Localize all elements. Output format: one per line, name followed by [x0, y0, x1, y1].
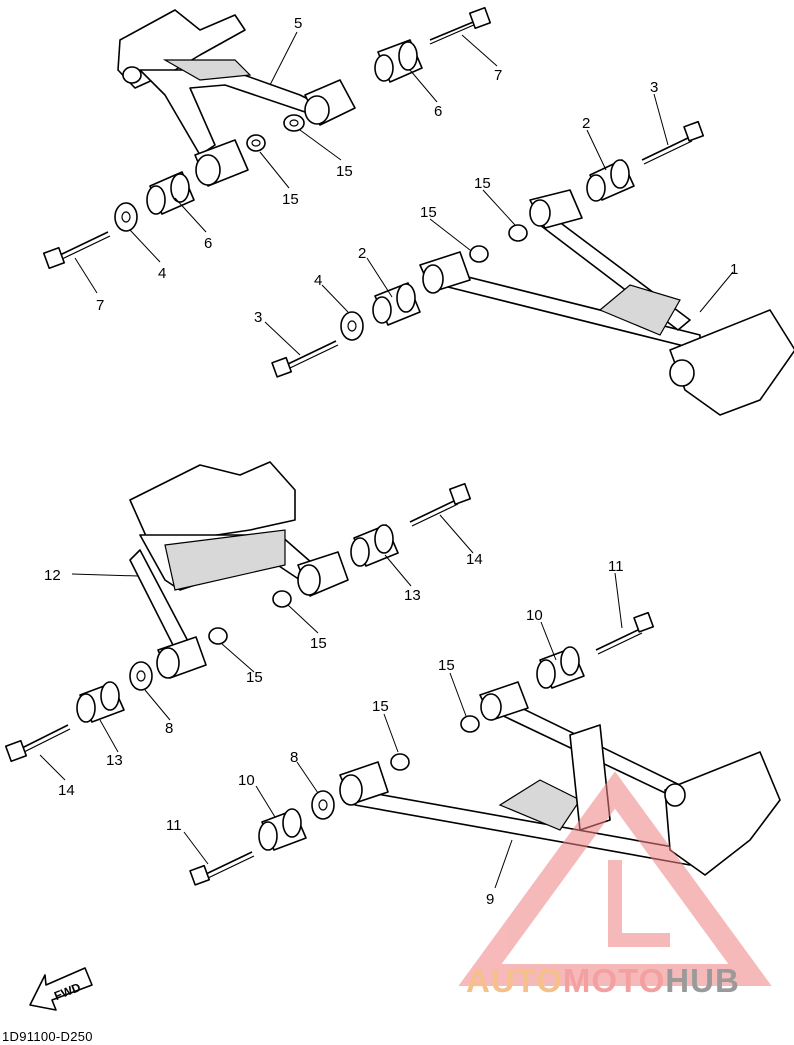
bushing-10-left [258, 808, 307, 851]
watermark-triangle [458, 771, 772, 986]
nut-15-c [508, 224, 528, 242]
callout-labels: 5 7 6 3 2 15 15 15 15 6 4 7 1 2 4 3 12 1… [44, 15, 738, 908]
bushing-2-left [372, 282, 421, 326]
callout-15: 15 [474, 175, 491, 192]
callout-12: 12 [44, 567, 61, 584]
upper-arm-rear [129, 461, 349, 679]
nut-15-d [469, 245, 489, 263]
callout-14: 14 [58, 782, 75, 799]
callout-6: 6 [204, 235, 212, 252]
callout-15: 15 [310, 635, 327, 652]
watermark-part3: HUB [665, 962, 740, 999]
washer-8-left [129, 661, 153, 691]
callout-15: 15 [282, 191, 299, 208]
nut-15-f [208, 627, 228, 645]
nut-15-a [283, 114, 305, 132]
upper-arm-front [117, 9, 356, 187]
bolt-3-right [641, 120, 705, 165]
bushing-6-lower [146, 171, 195, 215]
diagram-code: 1D91100-D250 [2, 1029, 93, 1044]
bolt-14-right [409, 482, 472, 527]
callout-13: 13 [106, 752, 123, 769]
callout-8: 8 [290, 749, 298, 766]
callout-14: 14 [466, 551, 483, 568]
callout-15: 15 [372, 698, 389, 715]
watermark-part1: AUTO [466, 962, 563, 999]
washer-8-mid [311, 790, 335, 820]
nut-15-g [460, 715, 480, 733]
bushing-10-right [536, 646, 585, 689]
callout-8: 8 [165, 720, 173, 737]
callout-11: 11 [166, 817, 182, 834]
bolt-11-left [189, 851, 255, 886]
callout-3: 3 [650, 79, 658, 96]
bolt-3-left [271, 340, 339, 378]
watermark-part2: MOTO [562, 962, 666, 999]
callout-10: 10 [526, 607, 543, 624]
callout-6: 6 [434, 103, 442, 120]
callout-15: 15 [336, 163, 353, 180]
nut-15-h [390, 753, 410, 771]
fwd-arrow-icon: FWD [29, 967, 93, 1011]
callout-1: 1 [730, 261, 738, 278]
callout-15: 15 [438, 657, 455, 674]
callout-5: 5 [294, 15, 302, 32]
lower-arm-rear [339, 681, 781, 876]
nut-15-b [246, 134, 266, 152]
nut-15-e [272, 590, 292, 608]
bolt-14-left [4, 724, 71, 763]
callout-15: 15 [420, 204, 437, 221]
callout-7: 7 [96, 297, 104, 314]
callout-3: 3 [254, 309, 262, 326]
callout-2: 2 [358, 245, 366, 262]
bushing-2-right [586, 159, 635, 202]
callout-2: 2 [582, 115, 590, 132]
bolt-7-top [429, 6, 492, 45]
watermark-logo: AUTOMOTOHUB [466, 962, 740, 1000]
leader-lines [39, 31, 734, 889]
callout-9: 9 [486, 891, 494, 908]
bushing-13-right [350, 524, 399, 567]
lower-arm-front [419, 189, 794, 416]
callout-7: 7 [494, 67, 502, 84]
bolt-11-right [595, 611, 655, 655]
callout-15: 15 [246, 669, 263, 686]
callout-10: 10 [238, 772, 255, 789]
bolt-7-lower [42, 231, 111, 270]
callout-4: 4 [314, 272, 322, 289]
callout-11: 11 [608, 558, 624, 575]
bushing-6-top [374, 39, 423, 83]
bushing-13-left [76, 681, 125, 723]
callout-4: 4 [158, 265, 166, 282]
callout-13: 13 [404, 587, 421, 604]
washer-4-mid [340, 311, 364, 341]
washer-4-top [114, 202, 138, 232]
